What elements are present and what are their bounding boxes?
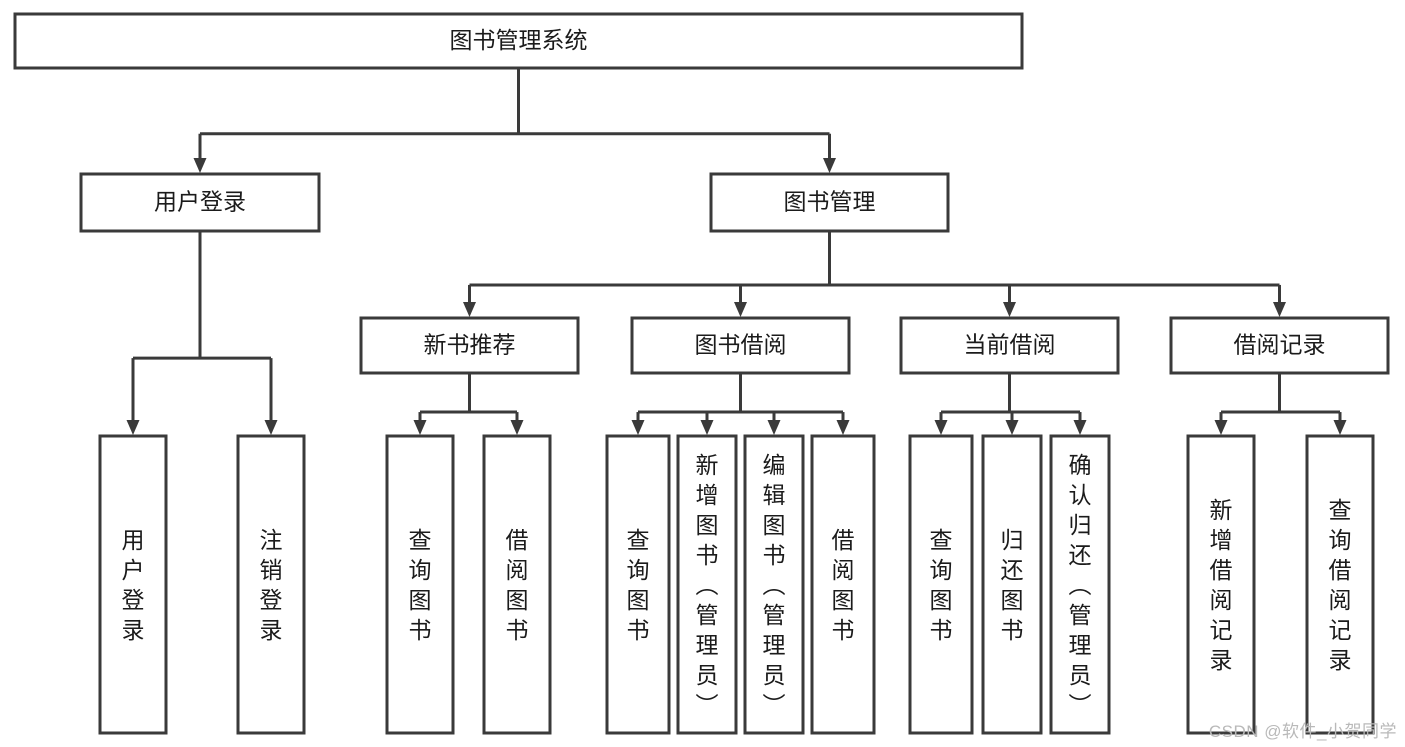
arrowhead-icon <box>510 420 524 435</box>
node-label: 用户登录 <box>154 189 246 215</box>
node-label: 图书借阅 <box>695 332 787 358</box>
node-box <box>908 434 974 735</box>
node-box <box>676 434 738 735</box>
node-leaf-query-book-2[interactable]: 查询图书 <box>605 434 671 735</box>
arrowhead-icon <box>700 420 714 435</box>
node-box <box>810 434 876 735</box>
node-label: 用户登录 <box>122 527 145 643</box>
node-leaf-add-record[interactable]: 新增借阅记录 <box>1186 434 1256 735</box>
arrowhead-icon <box>193 158 207 173</box>
node-leaf-user-logout[interactable]: 注销登录 <box>236 434 306 735</box>
node-box <box>98 434 168 735</box>
node-box <box>981 434 1043 735</box>
connector-layer <box>126 68 1347 435</box>
node-book-borrow[interactable]: 图书借阅 <box>630 316 851 375</box>
node-box <box>605 434 671 735</box>
node-box <box>1049 434 1111 735</box>
node-label: 注销登录 <box>260 527 283 643</box>
arrowhead-icon <box>631 420 645 435</box>
node-leaf-borrow-book-1[interactable]: 借阅图书 <box>482 434 552 735</box>
watermark-text: CSDN @软件_小贺同学 <box>1208 722 1397 741</box>
node-box <box>79 172 321 233</box>
node-leaf-return-book[interactable]: 归还图书 <box>981 434 1043 735</box>
node-user-login[interactable]: 用户登录 <box>79 172 321 233</box>
arrowhead-icon <box>734 302 747 317</box>
node-leaf-edit-book[interactable]: 编辑图书︵管理员︶ <box>743 434 805 735</box>
node-label: 查询图书 <box>930 527 953 643</box>
node-book-manage[interactable]: 图书管理 <box>709 172 950 233</box>
arrowhead-icon <box>1003 302 1016 317</box>
arrowhead-icon <box>836 420 850 435</box>
node-box <box>13 12 1024 70</box>
arrowhead-icon <box>1005 420 1019 435</box>
node-box <box>1169 316 1390 375</box>
arrowhead-icon <box>823 158 836 173</box>
arrowhead-icon <box>767 420 781 435</box>
arrowhead-icon <box>463 302 476 317</box>
node-label: 查询图书 <box>627 527 650 643</box>
node-current-borrow[interactable]: 当前借阅 <box>899 316 1120 375</box>
arrowhead-icon <box>264 420 278 435</box>
node-label: 借阅图书 <box>832 527 855 643</box>
node-label: 查询图书 <box>409 527 432 643</box>
node-box <box>630 316 851 375</box>
node-label: 确认归还︵管理员︶ <box>1069 452 1092 718</box>
arrowhead-icon <box>1273 302 1286 317</box>
node-label: 编辑图书︵管理员︶ <box>763 452 786 718</box>
node-label: 新书推荐 <box>424 332 516 358</box>
arrowhead-icon <box>126 420 140 435</box>
node-new-book-rec[interactable]: 新书推荐 <box>359 316 580 375</box>
arrowhead-icon <box>1333 420 1347 435</box>
node-leaf-query-record[interactable]: 查询借阅记录 <box>1305 434 1375 735</box>
node-box <box>743 434 805 735</box>
node-box <box>899 316 1120 375</box>
node-borrow-record[interactable]: 借阅记录 <box>1169 316 1390 375</box>
node-leaf-add-book[interactable]: 新增图书︵管理员︶ <box>676 434 738 735</box>
node-box <box>482 434 552 735</box>
arrowhead-icon <box>1214 420 1228 435</box>
node-box <box>1305 434 1375 735</box>
node-label: 新增图书︵管理员︶ <box>696 452 719 718</box>
node-label: 查询借阅记录 <box>1329 497 1352 673</box>
node-leaf-query-book-1[interactable]: 查询图书 <box>385 434 455 735</box>
arrowhead-icon <box>413 420 427 435</box>
node-label: 图书管理 <box>784 189 876 215</box>
node-box <box>1186 434 1256 735</box>
node-label: 图书管理系统 <box>450 27 588 53</box>
arrowhead-icon <box>934 420 948 435</box>
node-leaf-borrow-book-2[interactable]: 借阅图书 <box>810 434 876 735</box>
node-box <box>236 434 306 735</box>
node-box <box>385 434 455 735</box>
node-leaf-confirm-return[interactable]: 确认归还︵管理员︶ <box>1049 434 1111 735</box>
arrowhead-icon <box>1073 420 1087 435</box>
node-root[interactable]: 图书管理系统 <box>13 12 1024 70</box>
node-leaf-user-login[interactable]: 用户登录 <box>98 434 168 735</box>
node-leaf-query-book-3[interactable]: 查询图书 <box>908 434 974 735</box>
node-label: 当前借阅 <box>964 332 1056 358</box>
node-label: 新增借阅记录 <box>1210 497 1233 673</box>
node-box <box>709 172 950 233</box>
node-label: 借阅记录 <box>1234 332 1326 358</box>
node-label: 借阅图书 <box>506 527 529 643</box>
node-label: 归还图书 <box>1001 527 1024 643</box>
node-layer: 图书管理系统用户登录图书管理新书推荐图书借阅当前借阅借阅记录用户登录注销登录查询… <box>13 12 1390 735</box>
node-box <box>359 316 580 375</box>
